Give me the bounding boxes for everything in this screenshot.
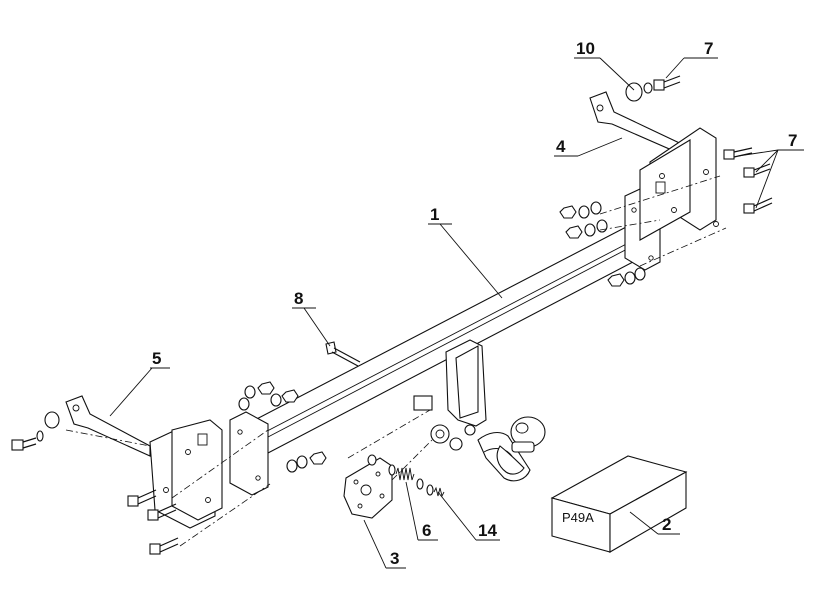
nuts-washers-right (559, 201, 646, 287)
callout-7-top: 7 (704, 39, 713, 58)
callout-3: 3 (390, 549, 399, 568)
main-crossbeam (244, 224, 653, 454)
small-bolt (426, 484, 445, 498)
callout-8: 8 (294, 289, 303, 308)
nuts-washers-left (238, 381, 327, 473)
callout-14: 14 (478, 521, 497, 540)
callout-5: 5 (152, 349, 161, 368)
box-label: P49A (562, 510, 594, 525)
right-side-bracket (589, 91, 719, 241)
callout-6: 6 (422, 521, 431, 540)
spring (388, 464, 424, 490)
callout-10: 10 (576, 39, 595, 58)
callout-7-right: 7 (788, 131, 797, 150)
towball-mount-plate (413, 339, 487, 451)
callout-4: 4 (556, 137, 566, 156)
callout-2: 2 (662, 515, 671, 534)
bolts-7-right (723, 147, 773, 214)
socket-plate (343, 454, 393, 519)
bolts-left (11, 411, 179, 555)
bolt-7-top (625, 75, 681, 102)
left-end-plate (229, 411, 269, 496)
packaging-box: P49A (550, 455, 688, 553)
bolt-8 (325, 341, 361, 367)
centerlines (65, 175, 727, 547)
leader-lines (109, 57, 804, 569)
callout-1: 1 (430, 205, 439, 224)
towball (477, 416, 546, 482)
left-side-bracket (65, 395, 223, 529)
callout-labels: 1 2 3 4 5 6 7 7 8 10 14 (152, 39, 797, 568)
